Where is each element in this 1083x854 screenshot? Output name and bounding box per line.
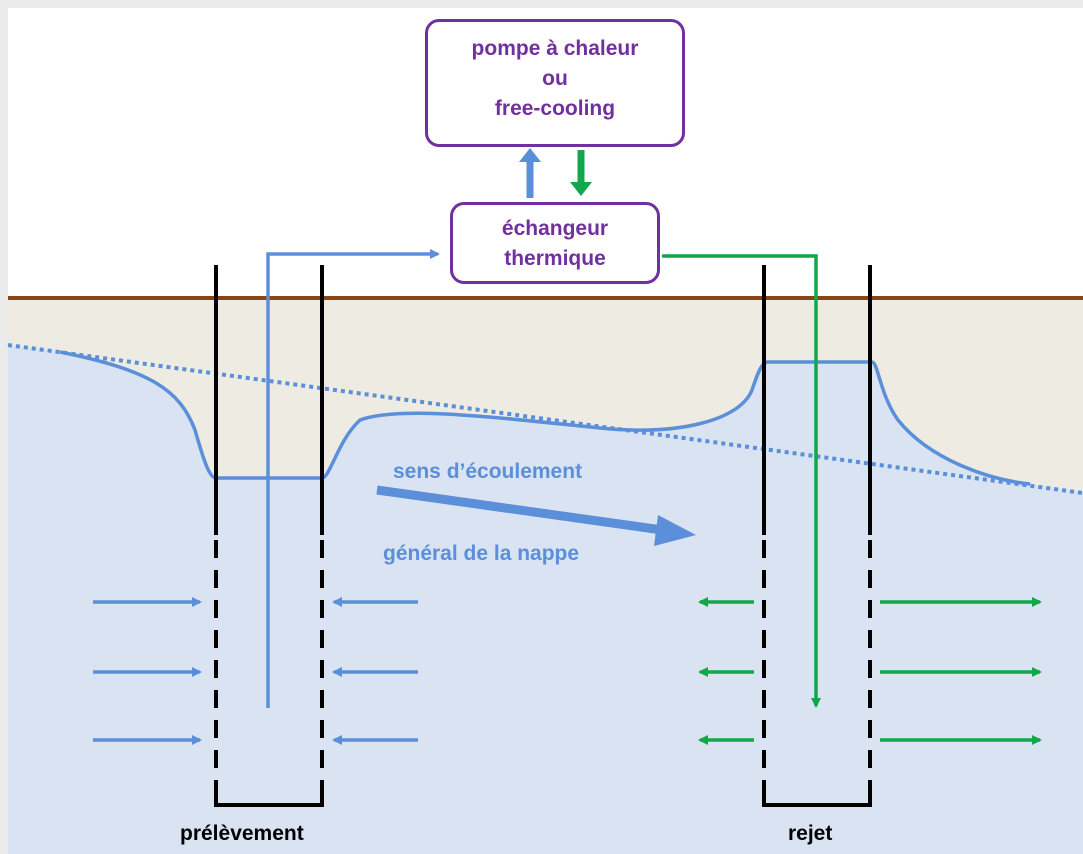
piezometric-curve bbox=[59, 350, 1031, 486]
injection-well bbox=[762, 265, 872, 807]
flow-direction-label-2: général de la nappe bbox=[383, 542, 580, 565]
exchanger-line-2: thermique bbox=[504, 247, 606, 270]
inflow-arrows-left bbox=[93, 597, 202, 745]
inflow-arrows-right bbox=[332, 597, 418, 745]
outflow-arrows-right bbox=[880, 597, 1042, 745]
flow-direction-label-1: sens d’écoulement bbox=[393, 460, 583, 483]
injection-well-label: rejet bbox=[788, 822, 833, 845]
heat-pump-line-1: pompe à chaleur bbox=[471, 37, 639, 60]
extraction-pipe-arrow bbox=[266, 249, 440, 708]
heat-pump-line-3: free-cooling bbox=[494, 97, 616, 120]
heat-pump-box: pompe à chaleur ou free-cooling bbox=[425, 19, 685, 147]
outflow-arrows-left bbox=[698, 597, 754, 745]
flow-direction-arrow bbox=[376, 485, 696, 546]
extraction-well bbox=[214, 265, 324, 807]
exchanger-line-1: échangeur bbox=[501, 217, 609, 240]
injection-pipe-arrow bbox=[662, 254, 821, 708]
extraction-well-label: prélèvement bbox=[180, 822, 304, 845]
heat-exchanger-box: échangeur thermique bbox=[450, 202, 660, 284]
water-table-dotted-line bbox=[7, 343, 1083, 495]
heat-pump-line-2: ou bbox=[542, 67, 568, 90]
